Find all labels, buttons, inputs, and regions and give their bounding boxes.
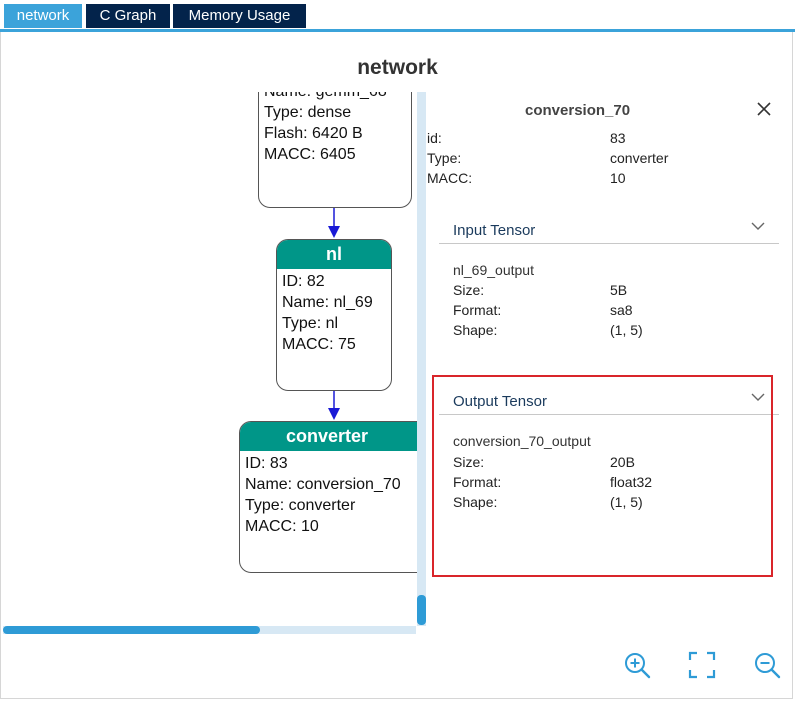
node-nl-body: ID: 82 Name: nl_69 Type: nl MACC: 75 — [277, 269, 391, 355]
horizontal-scrollbar-thumb[interactable] — [3, 626, 260, 634]
graph-node-nl[interactable]: nl ID: 82 Name: nl_69 Type: nl MACC: 75 — [276, 239, 392, 391]
input-format-label: Format: — [453, 302, 502, 318]
field-id-value: 83 — [610, 130, 626, 146]
output-tensor-title: Output Tensor — [453, 393, 547, 410]
node-details-panel: conversion_70 id: 83 Type: converter MAC… — [427, 92, 795, 592]
input-format-value: sa8 — [610, 302, 633, 318]
input-size-label: Size: — [453, 282, 485, 298]
field-type-label: Type: — [427, 150, 462, 166]
node-nl-header: nl — [277, 240, 391, 269]
output-tensor-highlight — [432, 375, 773, 577]
output-tensor-name: conversion_70_output — [453, 433, 591, 449]
input-tensor-name: nl_69_output — [453, 262, 534, 278]
tab-bar: network C Graph Memory Usage — [0, 0, 795, 32]
fit-screen-icon[interactable] — [687, 650, 717, 680]
node-converter-header: converter — [240, 422, 417, 451]
node-gemm-line-macc: MACC: 6405 — [264, 146, 356, 163]
tab-network[interactable]: network — [4, 4, 82, 28]
vertical-scrollbar-thumb[interactable] — [417, 595, 426, 625]
input-shape-value: (1, 5) — [610, 322, 643, 338]
output-shape-value: (1, 5) — [610, 494, 643, 510]
node-converter-line-macc: MACC: 10 — [245, 518, 319, 535]
tab-c-graph[interactable]: C Graph — [86, 4, 170, 28]
zoom-in-icon[interactable] — [622, 650, 652, 680]
node-nl-line-name: Name: nl_69 — [282, 294, 373, 311]
input-tensor-header[interactable]: Input Tensor — [439, 215, 779, 244]
node-gemm-line-type: Type: dense — [264, 104, 352, 121]
node-gemm-body: Name: gemm_68 Type: dense Flash: 6420 B … — [259, 92, 411, 165]
output-format-label: Format: — [453, 474, 502, 490]
graph-edges — [328, 208, 340, 420]
field-type-value: converter — [610, 150, 669, 166]
node-nl-line-macc: MACC: 75 — [282, 336, 356, 353]
graph-node-converter[interactable]: converter ID: 83 Name: conversion_70 Typ… — [239, 421, 417, 573]
node-gemm-line-name: Name: gemm_68 — [264, 92, 411, 102]
node-gemm-line-flash: Flash: 6420 B — [264, 125, 363, 142]
node-converter-body: ID: 83 Name: conversion_70 Type: convert… — [240, 451, 417, 537]
graph-canvas[interactable]: Name: gemm_68 Type: dense Flash: 6420 B … — [0, 92, 417, 625]
field-macc-label: MACC: — [427, 170, 473, 186]
vertical-scrollbar-track[interactable] — [417, 92, 426, 626]
graph-node-gemm[interactable]: Name: gemm_68 Type: dense Flash: 6420 B … — [258, 92, 412, 208]
input-tensor-title: Input Tensor — [453, 222, 536, 239]
tab-memory-usage[interactable]: Memory Usage — [173, 4, 306, 28]
output-format-value: float32 — [610, 474, 653, 490]
field-id-label: id: — [427, 130, 442, 146]
node-converter-line-name: Name: conversion_70 — [245, 476, 401, 493]
tab-underline — [0, 29, 795, 32]
edge-arrow-1 — [328, 226, 340, 238]
node-nl-line-type: Type: nl — [282, 315, 339, 332]
close-icon[interactable] — [753, 98, 775, 120]
field-macc-value: 10 — [610, 170, 626, 186]
zoom-out-icon[interactable] — [752, 650, 782, 680]
node-converter-line-id: ID: 83 — [245, 455, 288, 472]
node-converter-line-type: Type: converter — [245, 497, 356, 514]
chevron-down-icon — [751, 393, 765, 401]
output-size-label: Size: — [453, 454, 485, 470]
input-shape-label: Shape: — [453, 322, 498, 338]
node-nl-line-id: ID: 82 — [282, 273, 325, 290]
output-size-value: 20B — [610, 454, 635, 470]
input-size-value: 5B — [610, 282, 628, 298]
graph-title: network — [357, 56, 438, 79]
output-shape-label: Shape: — [453, 494, 498, 510]
chevron-down-icon — [751, 222, 765, 230]
output-tensor-header[interactable]: Output Tensor — [439, 386, 779, 415]
edge-arrow-2 — [328, 408, 340, 420]
details-title: conversion_70 — [525, 102, 631, 119]
